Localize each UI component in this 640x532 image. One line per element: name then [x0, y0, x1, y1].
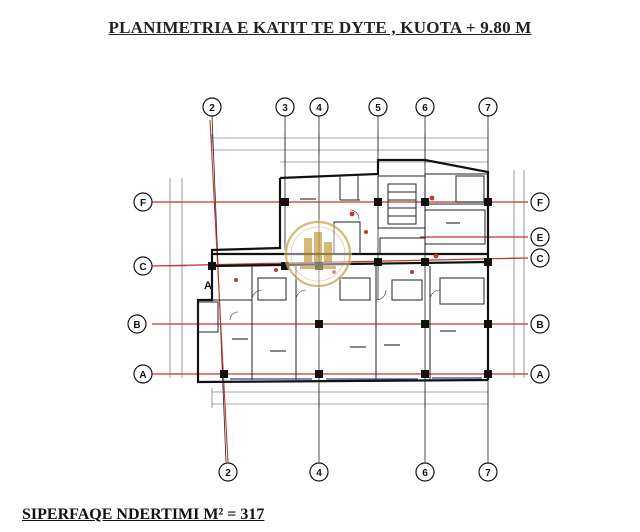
- grid-label: C: [536, 254, 543, 265]
- drawing-title: PLANIMETRIA E KATIT TE DYTE , KUOTA + 9.…: [108, 18, 532, 37]
- grid-label: F: [537, 198, 543, 209]
- grid-label: 4: [316, 468, 322, 479]
- room-labels: [232, 198, 460, 352]
- grid-bubbles-left: F C B A: [127, 192, 153, 384]
- grid-label: 2: [209, 103, 215, 114]
- building-area-footer: SIPERFAQE NDERTIMI M² = 317: [22, 506, 265, 523]
- grid-bubbles-right: F E C B A: [530, 192, 550, 384]
- grid-label: B: [536, 320, 543, 331]
- grid-label: F: [140, 198, 146, 209]
- corridor-label: A: [204, 280, 212, 292]
- grid-label: B: [133, 320, 140, 331]
- grid-label: 4: [316, 103, 322, 114]
- grid-axis-vertical: [211, 115, 489, 463]
- grid-label: 5: [375, 103, 381, 114]
- grid-label: 6: [422, 103, 428, 114]
- grid-label: 7: [485, 103, 491, 114]
- grid-bubbles-top: 2 3 4 5 6 7: [202, 97, 498, 117]
- grid-label: E: [537, 233, 544, 244]
- grid-label: C: [139, 262, 146, 273]
- grid-label: A: [139, 370, 146, 381]
- red-markers: [234, 195, 439, 282]
- grid-label: A: [536, 370, 543, 381]
- facade-windows: [230, 377, 482, 380]
- grid-label: 3: [282, 103, 288, 114]
- grid-bubbles-bottom: 2 4 6 7: [218, 462, 498, 482]
- grid-label: 2: [225, 468, 231, 479]
- watermark-logo: [284, 220, 352, 288]
- grid-axis-slanted: [209, 119, 229, 463]
- grid-label: 7: [485, 468, 491, 479]
- door-swings: [229, 209, 441, 321]
- grid-label: 6: [422, 468, 428, 479]
- structural-columns: [208, 198, 492, 378]
